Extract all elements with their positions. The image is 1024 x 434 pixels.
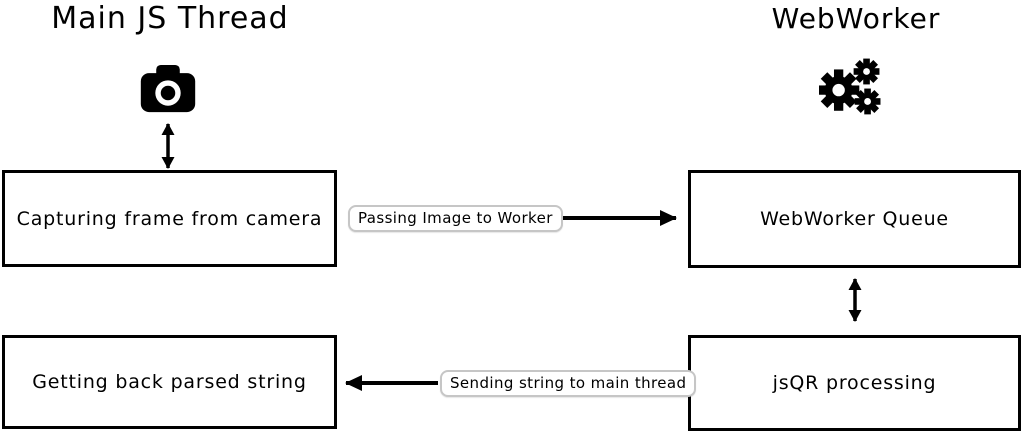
webworker-queue-box: WebWorker Queue	[688, 170, 1021, 268]
gears-icon	[819, 58, 881, 116]
capturing-frame-box: Capturing frame from camera	[2, 170, 337, 267]
webworker-title: WebWorker	[771, 2, 941, 35]
jsqr-processing-box: jsQR processing	[688, 335, 1021, 431]
parsed-string-box: Getting back parsed string	[2, 335, 337, 429]
passing-image-label: Passing Image to Worker	[348, 205, 563, 232]
sending-string-label: Sending string to main thread	[440, 370, 697, 397]
main-js-thread-title: Main JS Thread	[51, 1, 289, 36]
camera-icon	[139, 63, 197, 114]
